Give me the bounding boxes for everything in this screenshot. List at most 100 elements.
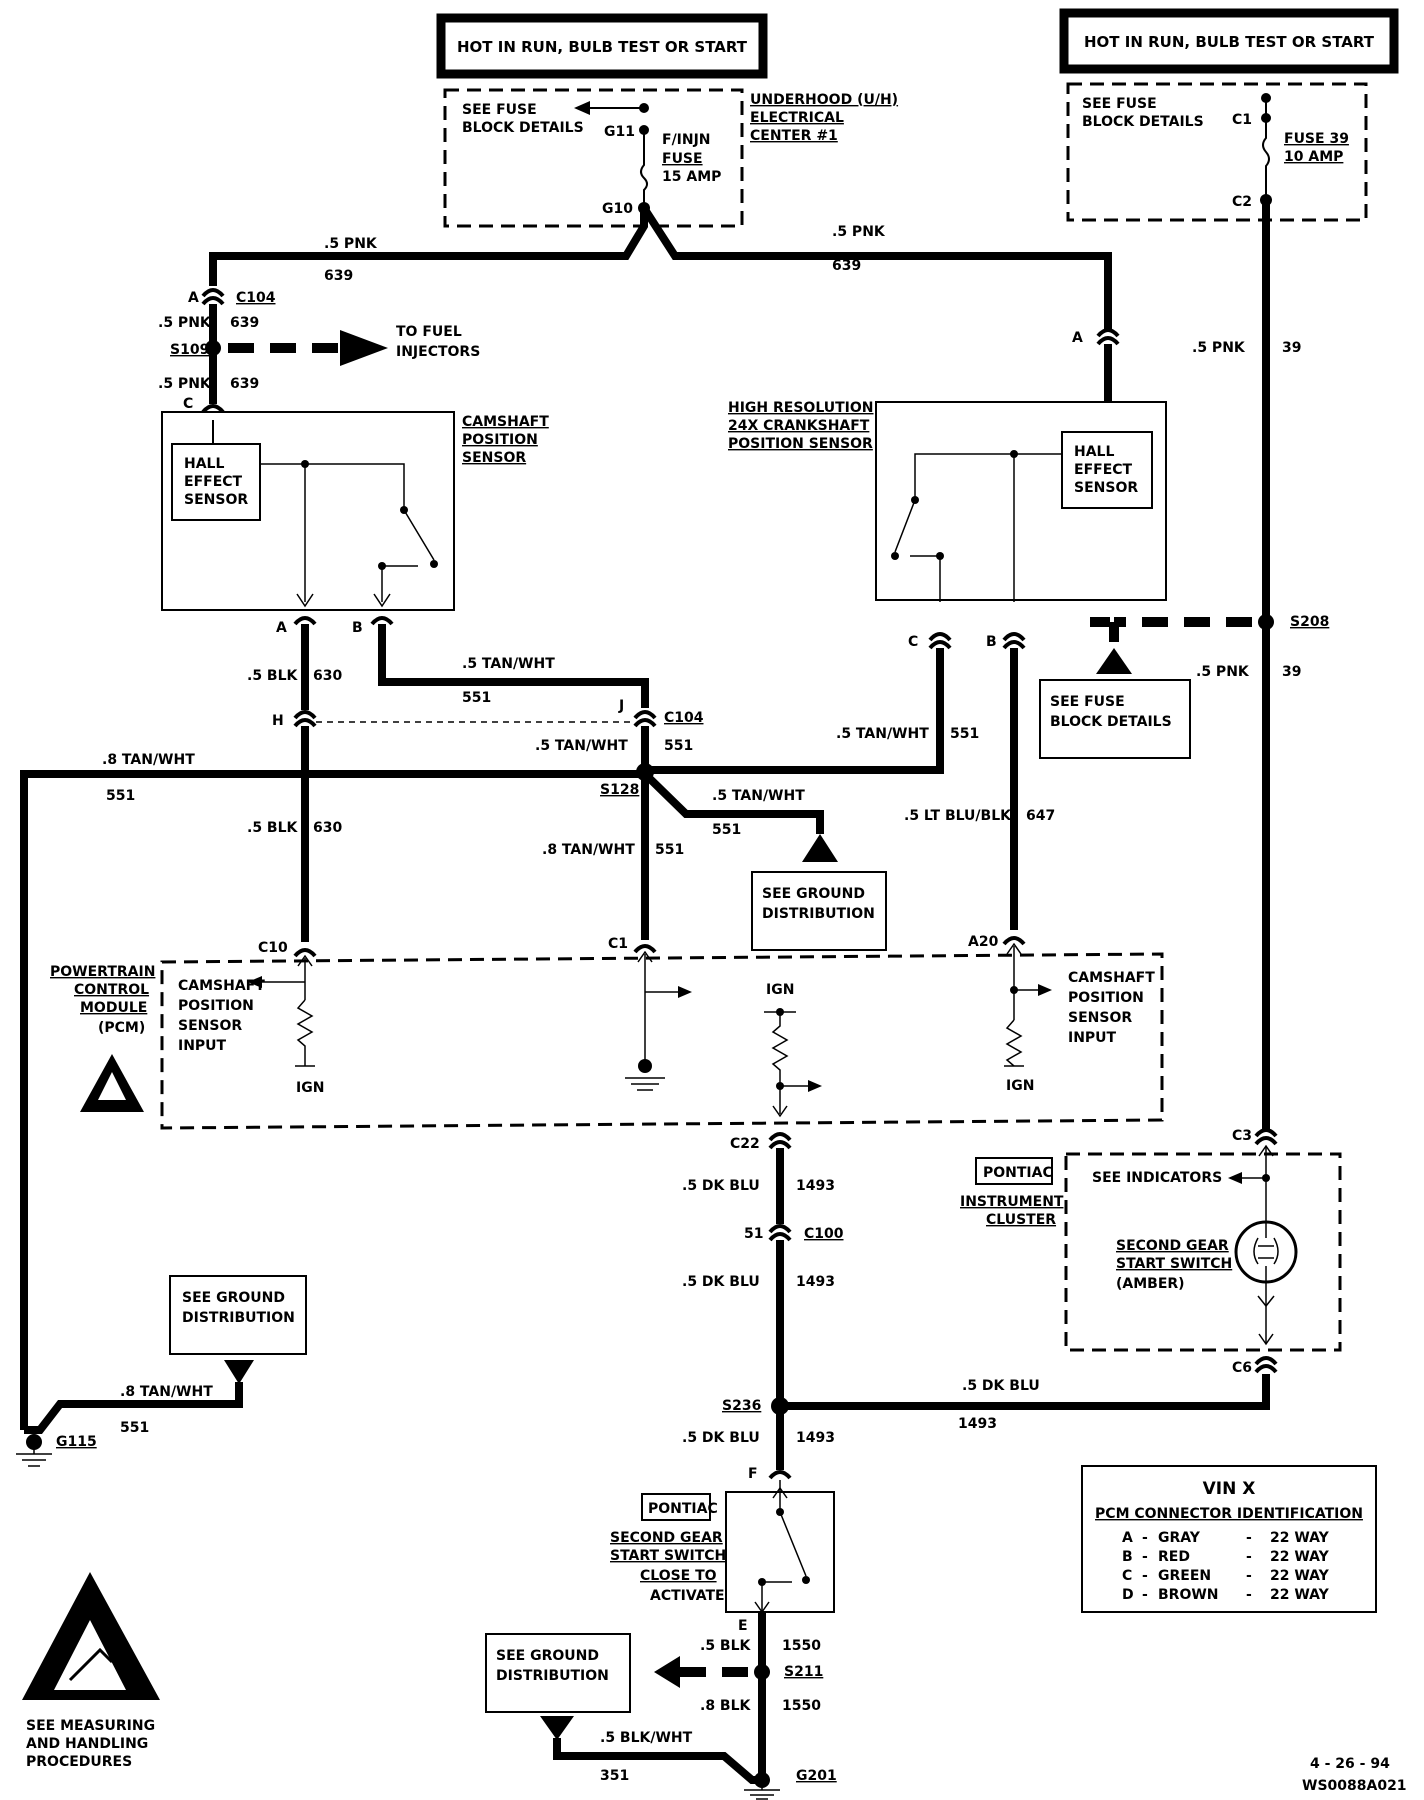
esd-warning-icon-small — [80, 1054, 144, 1112]
left-hot-header-text: HOT IN RUN, BULB TEST OR START — [457, 38, 748, 56]
vin-row: D - BROWN - 22 WAY — [1122, 1587, 1330, 1603]
switch-label-3: CLOSE TO — [640, 1568, 717, 1584]
fuse39-1: FUSE 39 — [1284, 131, 1349, 147]
crank-sensor-label-1: HIGH RESOLUTION — [728, 400, 874, 416]
svg-text:-: - — [1246, 1549, 1252, 1565]
switch-label-1: SECOND GEAR — [610, 1530, 723, 1546]
vin-row-a-color: GRAY — [1158, 1530, 1201, 1546]
see-ground-2b: DISTRIBUTION — [182, 1310, 295, 1326]
c104-mid: C104 — [664, 710, 704, 726]
pcm-cam-1: CAMSHAFT — [178, 978, 265, 994]
vin-row-b-color: RED — [1158, 1549, 1190, 1565]
circuit-1550-e: 1550 — [782, 1638, 821, 1654]
left-fuse-details-1: SEE FUSE — [462, 102, 537, 118]
vin-row-c-color: GREEN — [1158, 1568, 1211, 1584]
underhood-label-1: UNDERHOOD (U/H) — [750, 92, 898, 108]
pin-f: F — [748, 1466, 758, 1482]
wire-pnk-s109-bot: .5 PNK — [158, 376, 212, 392]
pcm-cam2-4: INPUT — [1068, 1030, 1117, 1046]
circuit-639-top-left: 639 — [324, 268, 353, 284]
cam-hall-2: EFFECT — [184, 474, 243, 490]
pin-c-crank: C — [908, 634, 918, 650]
wire-blkwht: .5 BLK/WHT — [600, 1730, 693, 1746]
circuit-39-mid: 39 — [1282, 664, 1301, 680]
vin-row-b-size: 22 WAY — [1270, 1549, 1330, 1565]
second-gear-start-switch — [725, 1480, 835, 1614]
wire-tanwht-pcm: .8 TAN/WHT — [542, 842, 635, 858]
wire-tanwht-s128: .5 TAN/WHT — [535, 738, 628, 754]
see-indicators: SEE INDICATORS — [1092, 1170, 1222, 1186]
vin-row-d-color: BROWN — [1158, 1587, 1219, 1603]
wire-dkblu-s236: .5 DK BLU — [962, 1378, 1040, 1394]
circuit-551-g115: 551 — [120, 1420, 149, 1436]
pin-c3: C3 — [1232, 1128, 1252, 1144]
vin-row: A - GRAY - 22 WAY — [1122, 1530, 1330, 1546]
vin-row-b-pin: B — [1122, 1549, 1133, 1565]
pcm-cam2-2: POSITION — [1068, 990, 1144, 1006]
left-fuse-details-2: BLOCK DETAILS — [462, 120, 584, 136]
circuit-639-top-right: 639 — [832, 258, 861, 274]
pcm-cam-4: INPUT — [178, 1038, 227, 1054]
vin-row: B - RED - 22 WAY — [1122, 1549, 1330, 1565]
fuse39-block: SEE FUSE BLOCK DETAILS C1 FUSE 39 10 AMP… — [1066, 82, 1368, 222]
vin-row-c-pin: C — [1122, 1568, 1132, 1584]
pcm-module: C10 IGN CAMSHAFT POSITION SENSOR INPUT C… — [160, 934, 1164, 1130]
underhood-fuse-block: SEE FUSE BLOCK DETAILS G11 F/INJN FUSE 1… — [443, 88, 744, 228]
wire-pnk-s109-top: .5 PNK — [158, 315, 212, 331]
wire-tanwht-cam: .5 TAN/WHT — [462, 656, 555, 672]
pin-a-crank: A — [1072, 330, 1083, 346]
lamp-label-3: (AMBER) — [1116, 1276, 1185, 1292]
wire-tanwht-ground: .5 TAN/WHT — [712, 788, 805, 804]
circuit-1493-f: 1493 — [796, 1430, 835, 1446]
pin-c10: C10 — [258, 940, 288, 956]
pcm-cam2-1: CAMSHAFT — [1068, 970, 1155, 986]
switch-label-2: START SWITCH — [610, 1548, 726, 1564]
crank-sensor-label-2: 24X CRANKSHAFT — [728, 418, 870, 434]
pin-c22: C22 — [730, 1136, 760, 1152]
pcm-cam2-3: SENSOR — [1068, 1010, 1132, 1026]
pin-a-c104: A — [188, 290, 199, 306]
lamp-label-2: START SWITCH — [1116, 1256, 1232, 1272]
left-hot-header: HOT IN RUN, BULB TEST OR START — [436, 13, 768, 79]
vin-subtitle: PCM CONNECTOR IDENTIFICATION — [1095, 1506, 1363, 1522]
pcm-label-2: CONTROL — [74, 982, 149, 998]
pin-a-cam: A — [276, 620, 287, 636]
vin-title: VIN X — [1203, 1479, 1256, 1499]
see-ground-3a: SEE GROUND — [496, 1648, 599, 1664]
pcm-label-1: POWERTRAIN — [50, 964, 155, 980]
pin-g10: G10 — [602, 201, 633, 217]
svg-text:-: - — [1246, 1568, 1252, 1584]
wire-pnk-top-left: .5 PNK — [324, 236, 378, 252]
wire-pnk-top-right: .5 PNK — [832, 224, 886, 240]
circuit-551-crank: 551 — [950, 726, 979, 742]
svg-text:-: - — [1142, 1530, 1148, 1546]
cam-sensor-label-3: SENSOR — [462, 450, 526, 466]
right-fuse-details-2: BLOCK DETAILS — [1082, 114, 1204, 130]
wire-pnk-39-top: .5 PNK — [1192, 340, 1246, 356]
footer-code: WS0088A021 — [1302, 1778, 1407, 1794]
crank-sensor-label-3: POSITION SENSOR — [728, 436, 873, 452]
pin-c6: C6 — [1232, 1360, 1252, 1376]
esd-note-2: AND HANDLING — [26, 1736, 148, 1752]
circuit-639-s109-top: 639 — [230, 315, 259, 331]
right-hot-header-text: HOT IN RUN, BULB TEST OR START — [1084, 33, 1375, 51]
circuit-551-s128: 551 — [664, 738, 693, 754]
pin-j-c104: J — [618, 698, 624, 714]
see-ground-1b: DISTRIBUTION — [762, 906, 875, 922]
pin-e: E — [738, 1618, 748, 1634]
see-ground-1a: SEE GROUND — [762, 886, 865, 902]
right-hot-header: HOT IN RUN, BULB TEST OR START — [1059, 8, 1399, 74]
circuit-551-ground: 551 — [712, 822, 741, 838]
wire-dkblu-c22: .5 DK BLU — [682, 1178, 760, 1194]
see-fuse-mid-2: BLOCK DETAILS — [1050, 714, 1172, 730]
vin-row-d-pin: D — [1122, 1587, 1134, 1603]
pcm-label-4: (PCM) — [98, 1020, 145, 1036]
circuit-551-pcm: 551 — [655, 842, 684, 858]
lamp-label-1: SECOND GEAR — [1116, 1238, 1229, 1254]
crank-hall-1: HALL — [1074, 444, 1114, 460]
switch-label-4: ACTIVATE — [650, 1588, 725, 1604]
svg-text:-: - — [1246, 1587, 1252, 1603]
pcm-label-3: MODULE — [80, 1000, 147, 1016]
circuit-1550-s211: 1550 — [782, 1698, 821, 1714]
